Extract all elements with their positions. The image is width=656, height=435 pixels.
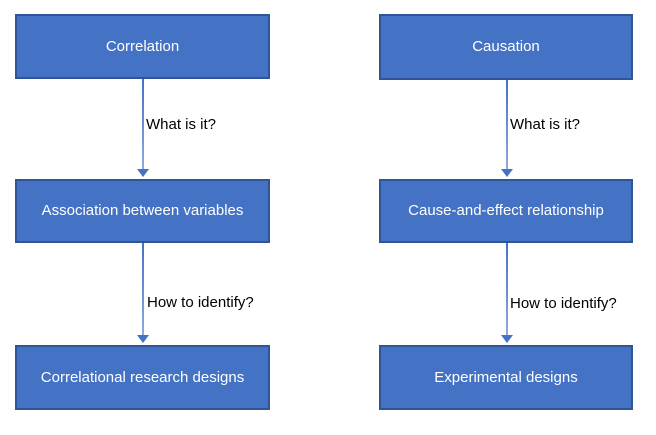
causation-arrow-1-label: What is it?	[510, 116, 581, 133]
correlation-arrow-1-label: What is it?	[146, 116, 217, 133]
experimental-designs-box-label: Experimental designs	[434, 368, 578, 386]
causation-box-label: Causation	[472, 38, 540, 55]
correlation-arrow-2-head-icon	[137, 335, 149, 343]
cause-and-effect-relationship-box-label: Cause-and-effect relationship	[408, 202, 604, 219]
cause-and-effect-relationship-box: Cause-and-effect relationship	[379, 179, 633, 243]
causation-arrow-2-line	[506, 243, 508, 335]
correlation-arrow-2-label: How to identify?	[147, 294, 254, 311]
causation-arrow-1-head-icon	[501, 169, 513, 177]
correlation-arrow-1-line	[142, 79, 144, 169]
association-between-variables-box-label: Association between variables	[41, 202, 244, 219]
causation-arrow-2-label: How to identify?	[510, 295, 617, 312]
association-between-variables-box: Association between variables	[15, 179, 270, 243]
correlation-box: Correlation	[15, 14, 270, 79]
correlation-box-label: Correlation	[105, 37, 180, 55]
causation-arrow-1-line	[506, 80, 508, 169]
experimental-designs-box: Experimental designs	[379, 345, 633, 410]
correlation-arrow-1-head-icon	[137, 169, 149, 177]
correlational-research-designs-box: Correlational research designs	[15, 345, 270, 410]
correlational-research-designs-box-label: Correlational research designs	[40, 368, 245, 386]
causation-arrow-2-head-icon	[501, 335, 513, 343]
causation-box: Causation	[379, 14, 633, 80]
correlation-arrow-2-line	[142, 243, 144, 335]
